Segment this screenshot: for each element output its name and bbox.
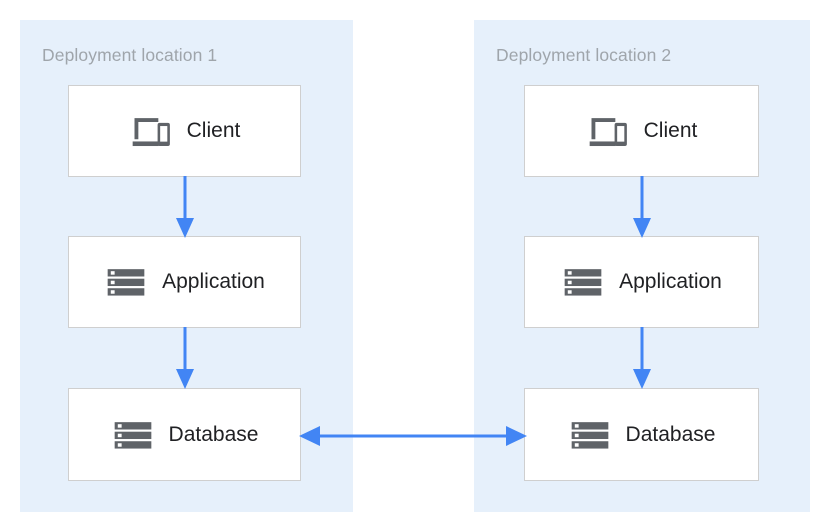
node-label-database-location-2: Database <box>625 422 716 446</box>
arrow-application-to-database-location-1 <box>176 327 194 389</box>
node-application-location-1[interactable]: Application <box>68 236 301 328</box>
server-icon <box>571 421 608 449</box>
arrow-client-to-application-location-1 <box>176 176 194 238</box>
node-database-location-2[interactable]: Database <box>524 388 759 481</box>
node-database-location-1[interactable]: Database <box>68 388 301 481</box>
node-label-database-location-1: Database <box>168 422 259 446</box>
server-icon <box>564 269 602 296</box>
deployment-location-2-title: Deployment location 2 <box>496 45 672 65</box>
node-label-application-location-1: Application <box>162 270 265 293</box>
node-label-client-location-1: Client <box>186 119 241 142</box>
arrow-application-to-database-location-2 <box>633 327 651 389</box>
node-client-location-1[interactable]: Client <box>68 85 301 177</box>
devices-icon <box>589 118 627 147</box>
arrow-client-to-application-location-2 <box>633 176 651 238</box>
node-label-client-location-2: Client <box>643 119 698 142</box>
server-icon <box>107 269 145 296</box>
arrow-database-replication-bidirectional <box>299 426 527 446</box>
node-application-location-2[interactable]: Application <box>524 236 759 328</box>
node-client-location-2[interactable]: Client <box>524 85 759 177</box>
deployment-location-1-title: Deployment location 1 <box>42 45 218 65</box>
node-label-application-location-2: Application <box>619 270 722 293</box>
server-icon <box>114 421 151 449</box>
devices-icon <box>132 118 170 147</box>
